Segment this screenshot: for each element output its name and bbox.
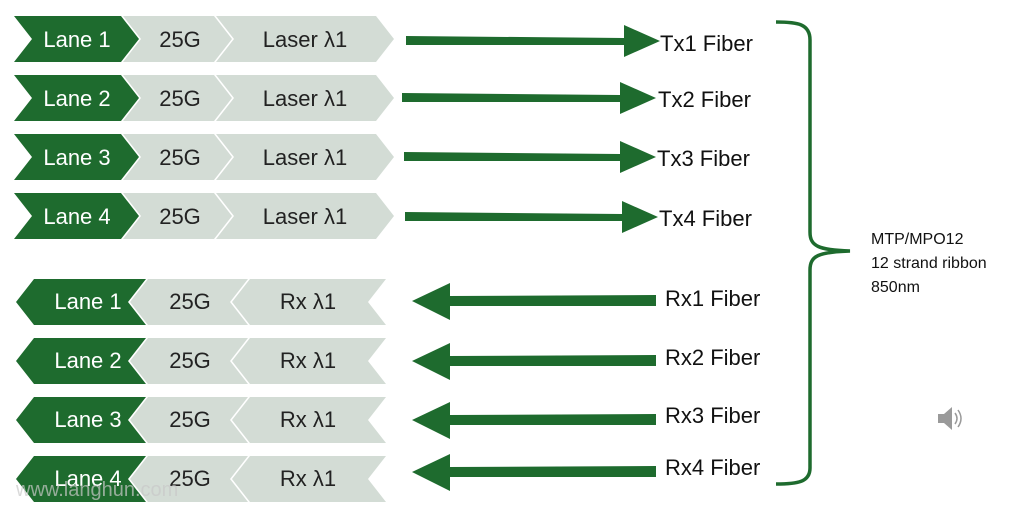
tx-lane-label: Lane 3 <box>43 145 110 170</box>
rx-lane-chevron <box>16 279 146 325</box>
tx-arrow <box>405 201 658 233</box>
rx-fiber-label: Rx3 Fiber <box>665 403 760 428</box>
tx-fiber-label: Tx4 Fiber <box>659 206 752 231</box>
tx-rate-label: 25G <box>159 204 201 229</box>
rx-fiber-label: Rx2 Fiber <box>665 345 760 370</box>
rx-lane-label: Lane 2 <box>54 348 121 373</box>
tx-fiber-label: Tx1 Fiber <box>660 31 753 56</box>
rx-source-chevron <box>232 338 386 384</box>
curly-brace <box>775 20 851 486</box>
rx-source-chevron <box>232 456 386 502</box>
tx-laser-chevron <box>216 75 394 121</box>
rx-source-label: Rx λ1 <box>280 348 336 373</box>
rx-row: Lane 1 25G Rx λ1 Rx1 Fiber <box>16 279 760 325</box>
rx-source-label: Rx λ1 <box>280 289 336 314</box>
rx-rate-chevron <box>130 397 248 443</box>
connector-note: MTP/MPO12 12 strand ribbon 850nm <box>871 231 987 296</box>
rx-lane-label: Lane 3 <box>54 407 121 432</box>
tx-rate-label: 25G <box>159 27 201 52</box>
tx-rate-label: 25G <box>159 86 201 111</box>
rx-arrow <box>412 402 656 439</box>
rx-rate-chevron <box>130 279 248 325</box>
tx-row: Lane 4 25G Laser λ1 Tx4 Fiber <box>14 193 752 239</box>
tx-row: Lane 3 25G Laser λ1 Tx3 Fiber <box>14 134 750 180</box>
connector-strands: 12 strand ribbon <box>871 255 987 272</box>
rx-rate-label: 25G <box>169 407 211 432</box>
rx-rate-label: 25G <box>169 289 211 314</box>
rx-rate-chevron <box>130 338 248 384</box>
connector-wavelength: 850nm <box>871 279 920 296</box>
tx-lane-label: Lane 2 <box>43 86 110 111</box>
tx-laser-chevron <box>216 16 394 62</box>
watermark: www.langhun.com <box>15 479 178 501</box>
rx-fiber-label: Rx1 Fiber <box>665 286 760 311</box>
tx-arrow <box>402 82 656 114</box>
tx-lane-chevron <box>14 16 139 62</box>
rx-source-label: Rx λ1 <box>280 466 336 491</box>
rx-lane-label: Lane 1 <box>54 289 121 314</box>
tx-fiber-label: Tx2 Fiber <box>658 87 751 112</box>
rx-rate-label: 25G <box>169 348 211 373</box>
rx-source-label: Rx λ1 <box>280 407 336 432</box>
tx-lane-label: Lane 1 <box>43 27 110 52</box>
tx-laser-label: Laser λ1 <box>263 86 347 111</box>
tx-laser-label: Laser λ1 <box>263 27 347 52</box>
tx-laser-label: Laser λ1 <box>263 204 347 229</box>
tx-laser-chevron <box>216 134 394 180</box>
rx-row: Lane 4 25G Rx λ1 Rx4 Fiber <box>16 454 760 502</box>
rx-fiber-label: Rx4 Fiber <box>665 455 760 480</box>
rx-arrow <box>412 283 656 320</box>
tx-lane-chevron <box>14 75 139 121</box>
tx-rate-chevron <box>123 134 232 180</box>
rx-source-chevron <box>232 397 386 443</box>
tx-laser-chevron <box>216 193 394 239</box>
rx-rate-label: 25G <box>169 466 211 491</box>
tx-arrow <box>406 25 660 57</box>
rx-lane-chevron <box>16 397 146 443</box>
tx-row: Lane 1 25G Laser λ1 Tx1 Fiber <box>14 16 753 62</box>
rx-arrow <box>412 454 656 491</box>
tx-rate-chevron <box>123 75 232 121</box>
rx-row: Lane 2 25G Rx λ1 Rx2 Fiber <box>16 338 760 384</box>
tx-rate-label: 25G <box>159 145 201 170</box>
tx-lane-chevron <box>14 193 139 239</box>
tx-lane-chevron <box>14 134 139 180</box>
rx-lane-chevron <box>16 456 146 502</box>
rx-lane-chevron <box>16 338 146 384</box>
tx-row: Lane 2 25G Laser λ1 Tx2 Fiber <box>14 75 751 121</box>
rx-lane-label: Lane 4 <box>54 466 121 491</box>
rx-source-chevron <box>232 279 386 325</box>
tx-fiber-label: Tx3 Fiber <box>657 146 750 171</box>
tx-rate-chevron <box>123 16 232 62</box>
speaker-icon[interactable] <box>938 407 962 430</box>
rx-arrow <box>412 343 656 380</box>
tx-laser-label: Laser λ1 <box>263 145 347 170</box>
tx-rate-chevron <box>123 193 232 239</box>
tx-arrow <box>404 141 656 173</box>
rx-row: Lane 3 25G Rx λ1 Rx3 Fiber <box>16 397 760 443</box>
tx-lane-label: Lane 4 <box>43 204 110 229</box>
connector-type: MTP/MPO12 <box>871 231 964 248</box>
rx-rate-chevron <box>130 456 248 502</box>
